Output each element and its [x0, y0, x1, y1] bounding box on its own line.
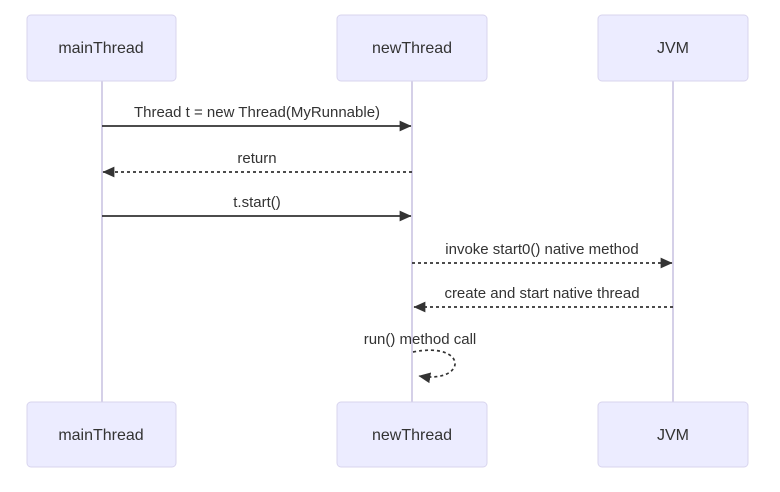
- actor-bottom-box-mainthread: [26, 401, 177, 468]
- actor-top-label-jvm: JVM: [657, 40, 689, 57]
- actor-top-label-newthread: newThread: [372, 40, 452, 57]
- actor-top-box-mainthread: [26, 14, 177, 82]
- message-6-label: run() method call: [364, 331, 477, 348]
- message-6-self-loop-arrow: [412, 349, 456, 384]
- actor-top-box-newthread: [336, 14, 488, 82]
- actor-bottom-box-jvm: [597, 401, 749, 468]
- message-3-label: t.start(): [233, 194, 281, 211]
- actor-bottom-label-mainthread: mainThread: [58, 427, 143, 444]
- actor-bottom-label-newthread: newThread: [372, 427, 452, 444]
- actor-bottom-label-jvm: JVM: [657, 427, 689, 444]
- message-5-label: create and start native thread: [444, 285, 639, 302]
- actor-top-label-mainthread: mainThread: [58, 40, 143, 57]
- message-1-label: Thread t = new Thread(MyRunnable): [134, 104, 380, 121]
- actor-top-box-jvm: [597, 14, 749, 82]
- message-4-label: invoke start0() native method: [445, 241, 638, 258]
- message-2-label: return: [237, 150, 276, 167]
- actor-bottom-box-newthread: [336, 401, 488, 468]
